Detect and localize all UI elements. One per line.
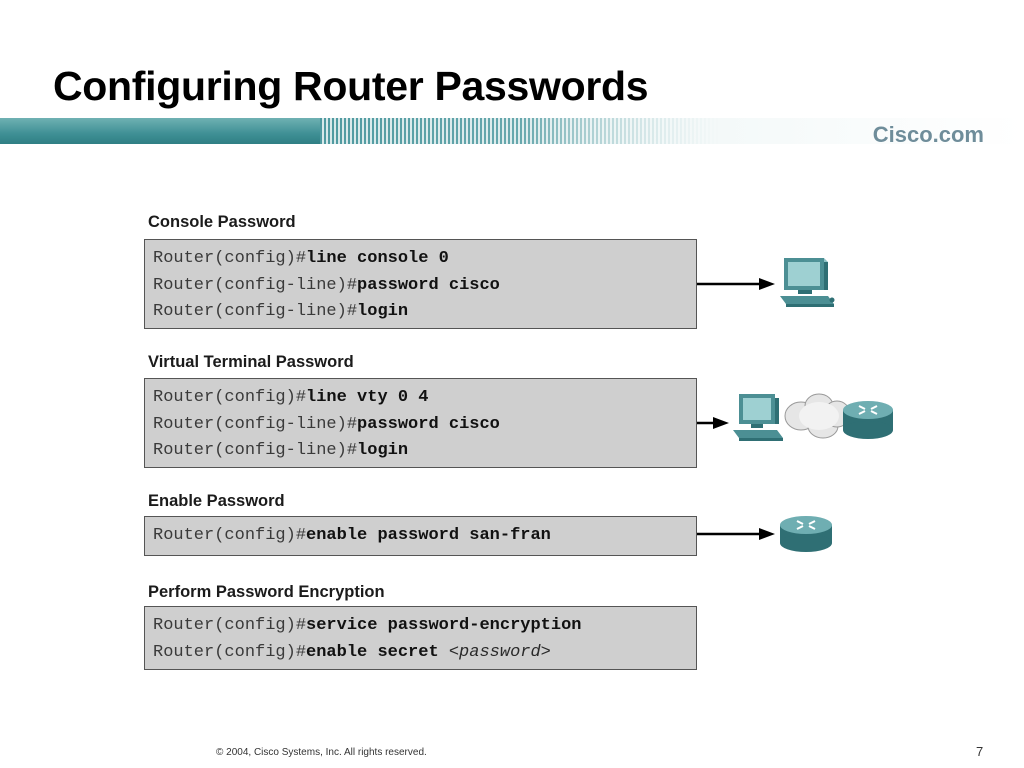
code-prompt: Router(config-line)#: [153, 414, 358, 434]
code-prompt: Router(config-line)#: [153, 302, 358, 321]
page-number: 7: [976, 744, 984, 759]
footer-copyright: © 2004, Cisco Systems, Inc. All rights r…: [216, 747, 427, 758]
code-prompt: Router(config-line)#: [153, 441, 358, 460]
section-label-encryption: Perform Password Encryption: [148, 583, 385, 601]
code-box-vty: Router(config)#line vty 0 4 Router(confi…: [144, 378, 697, 468]
code-line: Router(config-line)#login: [153, 299, 696, 326]
brand-logo: Cisco.com: [872, 122, 984, 147]
code-box-encryption: Router(config)#service password-encrypti…: [144, 606, 697, 670]
header-band-solid: [0, 118, 320, 144]
code-line: Router(config)#service password-encrypti…: [153, 613, 696, 640]
section-label-vty: Virtual Terminal Password: [148, 353, 354, 371]
router-icon: [780, 516, 832, 552]
code-command: password cisco: [357, 275, 500, 295]
code-line: Router(config-line)#password cisco: [153, 273, 696, 300]
header-band-fade: [520, 118, 1024, 144]
code-command: line console 0: [306, 249, 449, 268]
cloud-icon: [784, 393, 851, 439]
code-command: login: [357, 441, 409, 460]
code-command: enable password san-fran: [306, 526, 551, 545]
code-prompt: Router(config)#: [153, 388, 307, 407]
code-prompt: Router(config-line)#: [153, 275, 358, 295]
code-line: Router(config-line)#login: [153, 438, 696, 465]
code-command: service password-encryption: [306, 616, 582, 635]
code-prompt: Router(config)#: [153, 526, 307, 545]
pc-icon: [733, 394, 783, 441]
code-command: login: [357, 302, 409, 321]
code-prompt: Router(config)#: [153, 616, 307, 635]
slide-title: Configuring Router Passwords: [53, 63, 649, 109]
section-label-enable: Enable Password: [148, 492, 285, 510]
arrow-right-icon: [697, 528, 775, 540]
code-line: Router(config)#line console 0: [153, 246, 696, 273]
code-line: Router(config)#enable secret <password>: [153, 640, 696, 667]
arrow-right-icon: [697, 278, 775, 290]
code-box-console: Router(config)#line console 0 Router(con…: [144, 239, 697, 329]
router-icon: [843, 401, 893, 439]
header-band: [0, 118, 1024, 144]
code-command: password cisco: [357, 414, 500, 434]
code-command: line vty 0 4: [306, 388, 429, 407]
code-line: Router(config-line)#password cisco: [153, 412, 696, 439]
code-command: enable secret: [306, 642, 449, 662]
terminal-pc-icon: [780, 258, 835, 307]
code-argument: <password>: [448, 642, 551, 662]
pc-cloud-router-icon: [733, 393, 893, 441]
section-label-console: Console Password: [148, 213, 296, 231]
arrow-right-icon: [697, 417, 729, 429]
code-prompt: Router(config)#: [153, 249, 307, 268]
code-line: Router(config)#line vty 0 4: [153, 385, 696, 412]
code-line: Router(config)#enable password san-fran: [153, 523, 696, 550]
code-box-enable: Router(config)#enable password san-fran: [144, 516, 697, 556]
code-prompt: Router(config)#: [153, 642, 307, 662]
